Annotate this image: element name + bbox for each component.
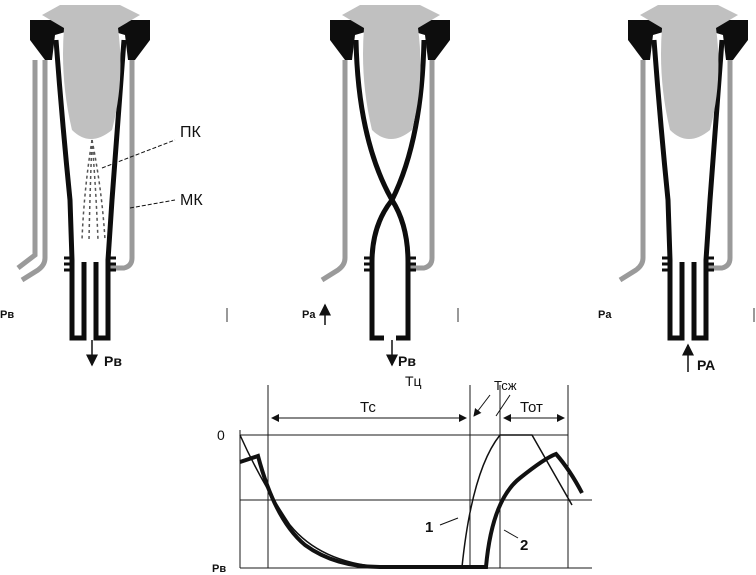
label-curve-2: 2 [520, 537, 528, 554]
teat-left [42, 5, 140, 139]
milk-stream [81, 139, 106, 241]
label-t-sk: Тсж [494, 378, 517, 393]
label-mk: МК [180, 192, 203, 209]
label-pv-axis: Рв [212, 563, 226, 575]
liner-head-left [30, 20, 72, 60]
label-pa-mid: Рa [302, 309, 316, 321]
label-pv-mid: Рв [398, 353, 416, 369]
teat-cup-compression [319, 5, 459, 367]
pressure-graph [239, 385, 592, 569]
label-pv-left-bottom: Рв [104, 353, 122, 369]
curve-2 [239, 451, 584, 569]
teat-cup-suction [16, 5, 228, 367]
label-pa-right-bottom: РА [697, 357, 715, 373]
label-curve-1: 1 [425, 519, 433, 536]
shell-left [16, 60, 48, 283]
label-t-c: Тс [360, 399, 376, 416]
label-pa-right: Рa [598, 309, 612, 321]
label-t-ot: Тот [520, 399, 543, 416]
label-pk: ПК [180, 124, 202, 141]
liner-left [53, 39, 87, 341]
label-zero: 0 [217, 427, 225, 443]
teat-cup-rest [618, 5, 755, 372]
label-pv-left: Рв [0, 309, 14, 321]
label-t-cycle: Тц [405, 373, 422, 389]
